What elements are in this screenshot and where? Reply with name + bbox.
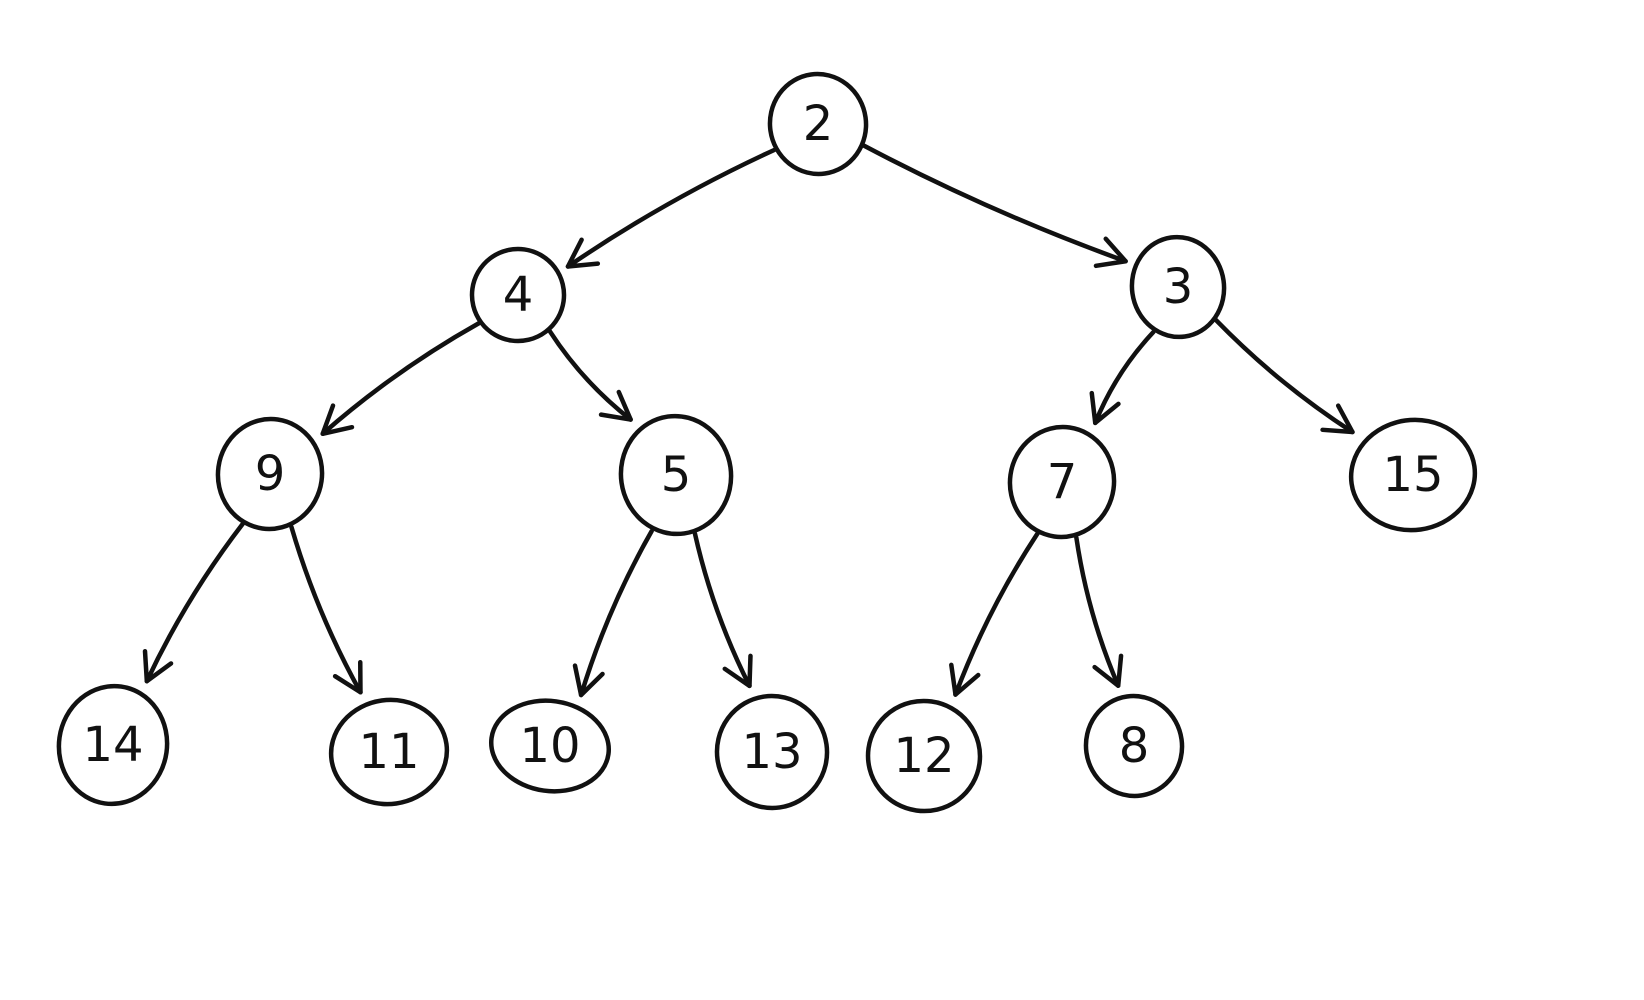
node-label: 4	[503, 267, 534, 323]
node-label: 8	[1119, 718, 1150, 774]
arrow-head-icon	[142, 648, 174, 684]
edge-line	[1092, 329, 1156, 426]
tree-node-3: 3	[1129, 234, 1227, 340]
node-label: 15	[1382, 447, 1443, 503]
node-label: 9	[255, 446, 286, 502]
edge-4-to-9	[320, 321, 482, 437]
node-label: 10	[519, 718, 580, 774]
tree-node-14: 14	[56, 683, 170, 807]
node-label: 11	[358, 724, 419, 780]
arrow-head-icon	[1320, 403, 1355, 435]
arrow-head-icon	[722, 653, 753, 689]
node-circle	[469, 246, 567, 344]
edge-line	[289, 524, 363, 695]
arrow-head-icon	[1092, 653, 1124, 688]
arrow-head-icon	[949, 662, 981, 697]
arrow-head-icon	[1093, 236, 1128, 269]
node-circle	[1129, 234, 1227, 340]
node-circle	[618, 413, 734, 537]
tree-node-10: 10	[488, 698, 612, 794]
node-label: 5	[661, 447, 692, 503]
edge-5-to-13	[692, 531, 753, 689]
edge-line	[565, 147, 777, 269]
tree-node-11: 11	[328, 697, 450, 807]
edge-line	[547, 329, 633, 422]
edge-9-to-14	[142, 521, 245, 684]
node-circle	[865, 698, 983, 814]
node-label: 7	[1047, 454, 1078, 510]
tree-node-9: 9	[215, 416, 325, 532]
node-circle	[1083, 693, 1185, 799]
node-label: 13	[741, 724, 802, 780]
arrow-head-icon	[572, 663, 605, 698]
edge-3-to-7	[1089, 329, 1156, 426]
edge-4-to-5	[547, 329, 633, 422]
edge-3-to-15	[1213, 317, 1355, 435]
edge-line	[692, 531, 752, 689]
node-label: 12	[893, 728, 954, 784]
edge-line	[144, 521, 245, 684]
tree-node-15: 15	[1348, 417, 1478, 533]
node-circle	[56, 683, 170, 807]
arrow-head-icon	[598, 389, 633, 422]
arrow-head-icon	[320, 403, 355, 437]
node-circle	[215, 416, 325, 532]
edge-line	[861, 143, 1128, 264]
tree-node-5: 5	[618, 413, 734, 537]
tree-node-2: 2	[767, 71, 869, 177]
node-circle	[1348, 417, 1478, 533]
edge-5-to-10	[572, 528, 654, 698]
tree-node-13: 13	[714, 693, 830, 811]
edge-line	[1074, 535, 1121, 688]
edges-layer	[142, 143, 1355, 698]
nodes-layer: 2 4 3 9 5 7 15 14 11 10 13 12 8	[56, 71, 1478, 814]
node-circle	[767, 71, 869, 177]
edge-7-to-12	[949, 531, 1040, 697]
node-label: 2	[803, 96, 834, 152]
edge-line	[320, 321, 482, 437]
edge-9-to-11	[289, 524, 363, 695]
node-label: 14	[82, 717, 143, 773]
edge-7-to-8	[1074, 535, 1124, 688]
tree-node-12: 12	[865, 698, 983, 814]
edge-line	[578, 528, 654, 698]
edge-2-to-3	[861, 143, 1128, 269]
tree-node-8: 8	[1083, 693, 1185, 799]
node-circle	[1007, 424, 1117, 540]
node-circle	[328, 697, 450, 807]
node-label: 3	[1163, 259, 1194, 315]
tree-node-4: 4	[469, 246, 567, 344]
arrow-head-icon	[565, 237, 601, 269]
edge-line	[953, 531, 1040, 697]
edge-2-to-4	[565, 147, 777, 269]
node-circle	[488, 698, 612, 794]
arrow-head-icon	[1089, 390, 1121, 426]
node-circle	[714, 693, 830, 811]
tree-node-7: 7	[1007, 424, 1117, 540]
arrow-head-icon	[332, 659, 363, 695]
edge-line	[1213, 317, 1355, 435]
